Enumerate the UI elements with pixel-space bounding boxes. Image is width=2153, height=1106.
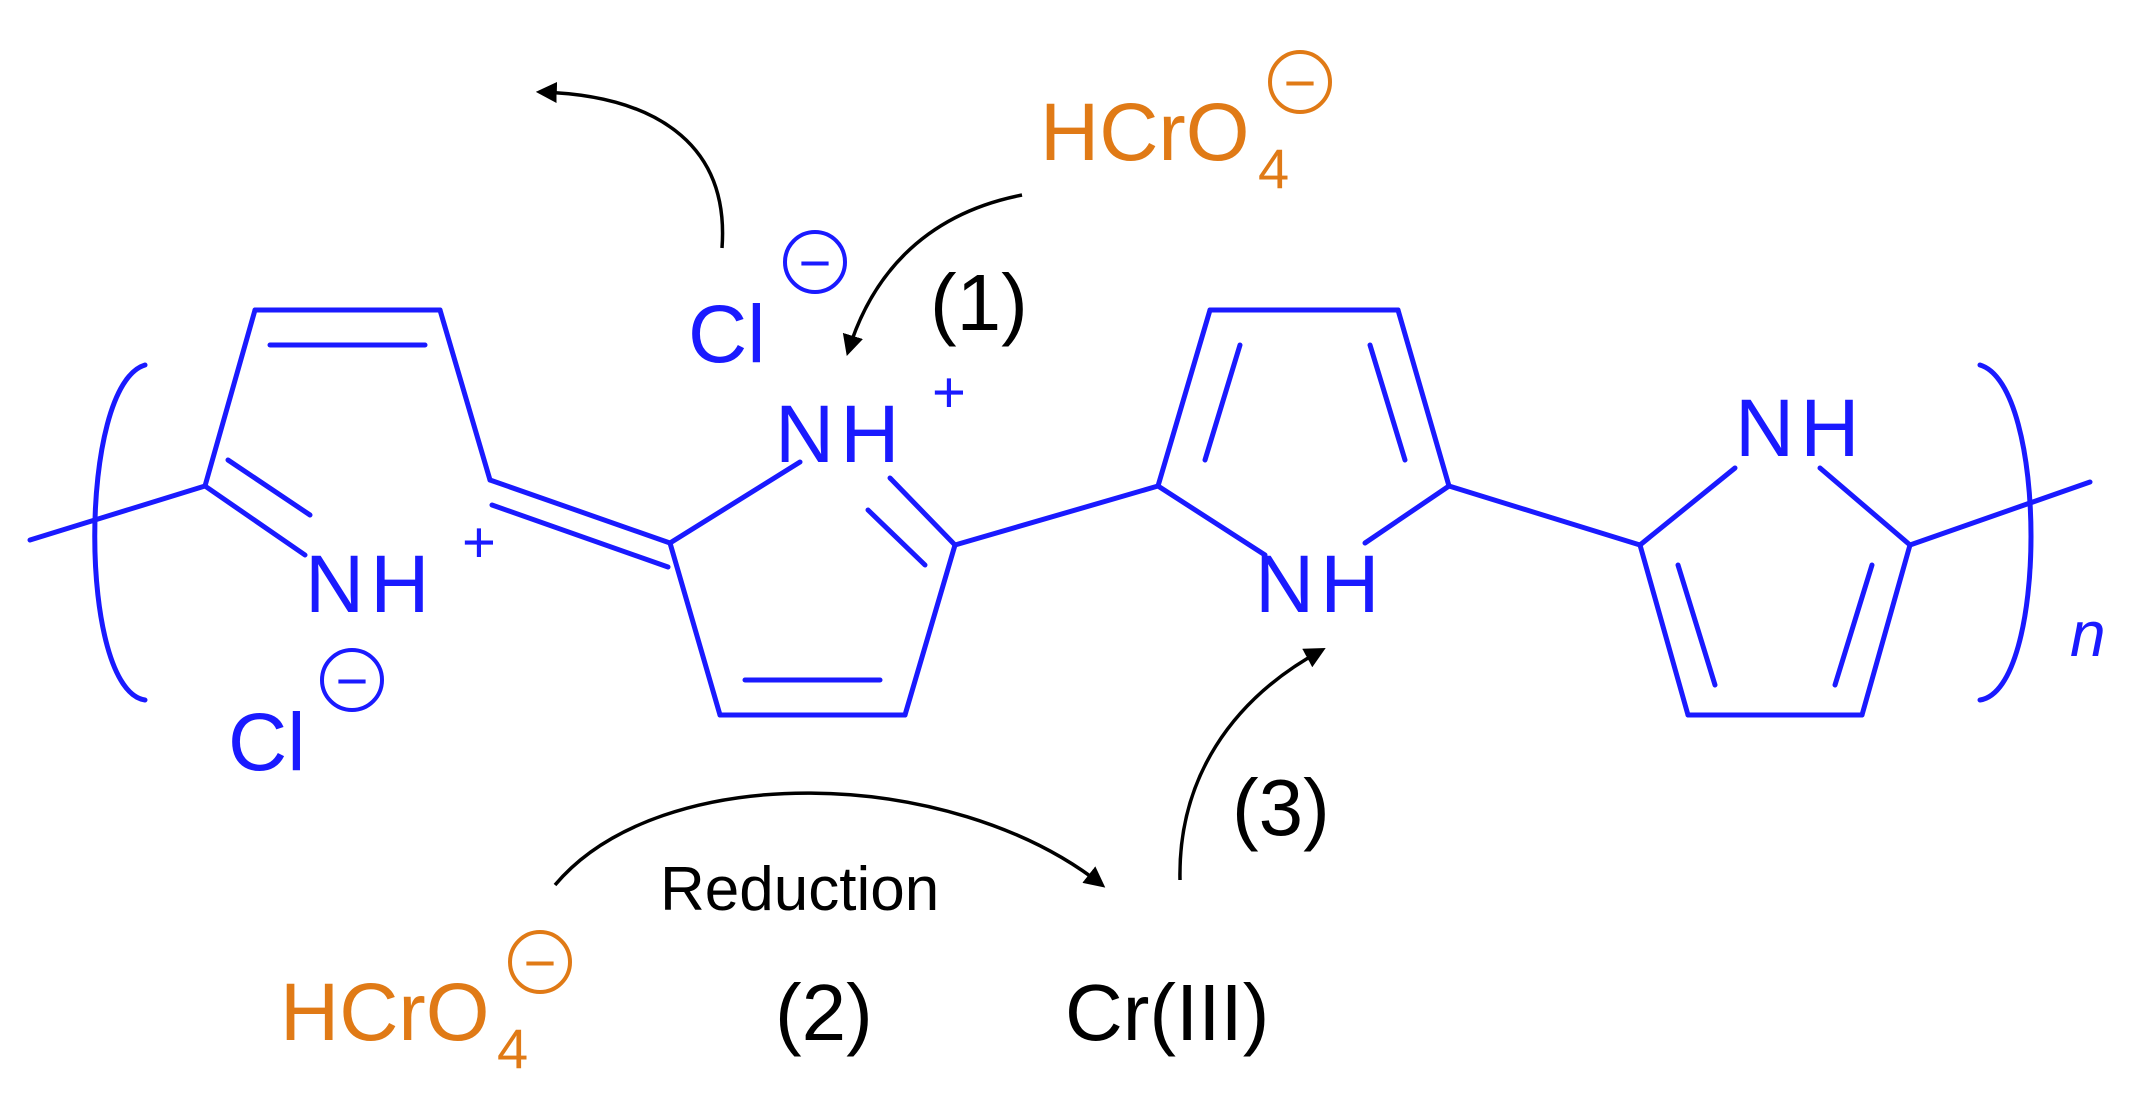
polymer-structure (27, 307, 2093, 718)
exocyclic-bond-a (487, 477, 673, 546)
chain-stub-right (1907, 479, 2093, 548)
ring-1 (202, 307, 493, 558)
step-labels: (1) Reduction (2) (3) Cr(III) (660, 258, 1330, 1057)
nh-plus-mid-charge: + (932, 360, 966, 425)
bond-ring2-ring3 (952, 483, 1161, 548)
chain-stub-left (27, 483, 208, 543)
negative-charge-icon: − (1268, 50, 1332, 114)
nh-right-label: NH (1735, 383, 1865, 474)
step-3-label: (3) (1232, 763, 1330, 852)
hcro4-bottom-label: HCrO (280, 967, 490, 1058)
negative-charge-icon: − (320, 648, 384, 712)
hcro4-top-label: HCrO (1040, 87, 1250, 178)
arrow-step-1 (842, 193, 1023, 357)
ring-4 (1637, 465, 1913, 718)
svg-text:−: − (336, 649, 369, 712)
svg-text:−: − (524, 931, 557, 994)
ring-3 (1155, 307, 1452, 558)
arrow-step-2 (553, 791, 1106, 888)
chloride-top-label: Cl (688, 289, 765, 380)
arrow-step-3 (1178, 647, 1326, 881)
reduction-label: Reduction (660, 855, 939, 924)
nh-plus-left-charge: + (462, 510, 496, 575)
ring-2 (667, 459, 958, 718)
anion-labels: HCrO 4 − HCrO 4 − (280, 50, 1332, 1080)
repeat-index-label: n (2070, 598, 2106, 670)
hcro4-top-subscript: 4 (1258, 137, 1289, 200)
exocyclic-bond-b (489, 502, 671, 570)
step-1-label: (1) (930, 258, 1028, 347)
hcro4-bottom-subscript: 4 (497, 1017, 528, 1080)
reaction-arrows (535, 81, 1326, 888)
chloride-bottom-label: Cl (228, 697, 305, 788)
polymer-labels: NH + NH + NH NH n Cl − Cl − (228, 230, 2106, 788)
bracket-right (1977, 362, 2034, 703)
arrow-chloride-leaving (535, 81, 725, 249)
cr3-label: Cr(III) (1065, 968, 1269, 1057)
nh-mid-label: NH (1255, 539, 1385, 630)
svg-text:−: − (799, 231, 832, 294)
negative-charge-icon: − (508, 930, 572, 994)
bracket-left (92, 362, 148, 703)
nh-plus-left-label: NH (305, 539, 435, 630)
nh-plus-mid-label: NH (775, 389, 905, 480)
bond-ring3-ring4 (1446, 483, 1643, 548)
svg-text:−: − (1284, 51, 1317, 114)
negative-charge-icon: − (783, 230, 847, 294)
step-2-label: (2) (775, 968, 873, 1057)
